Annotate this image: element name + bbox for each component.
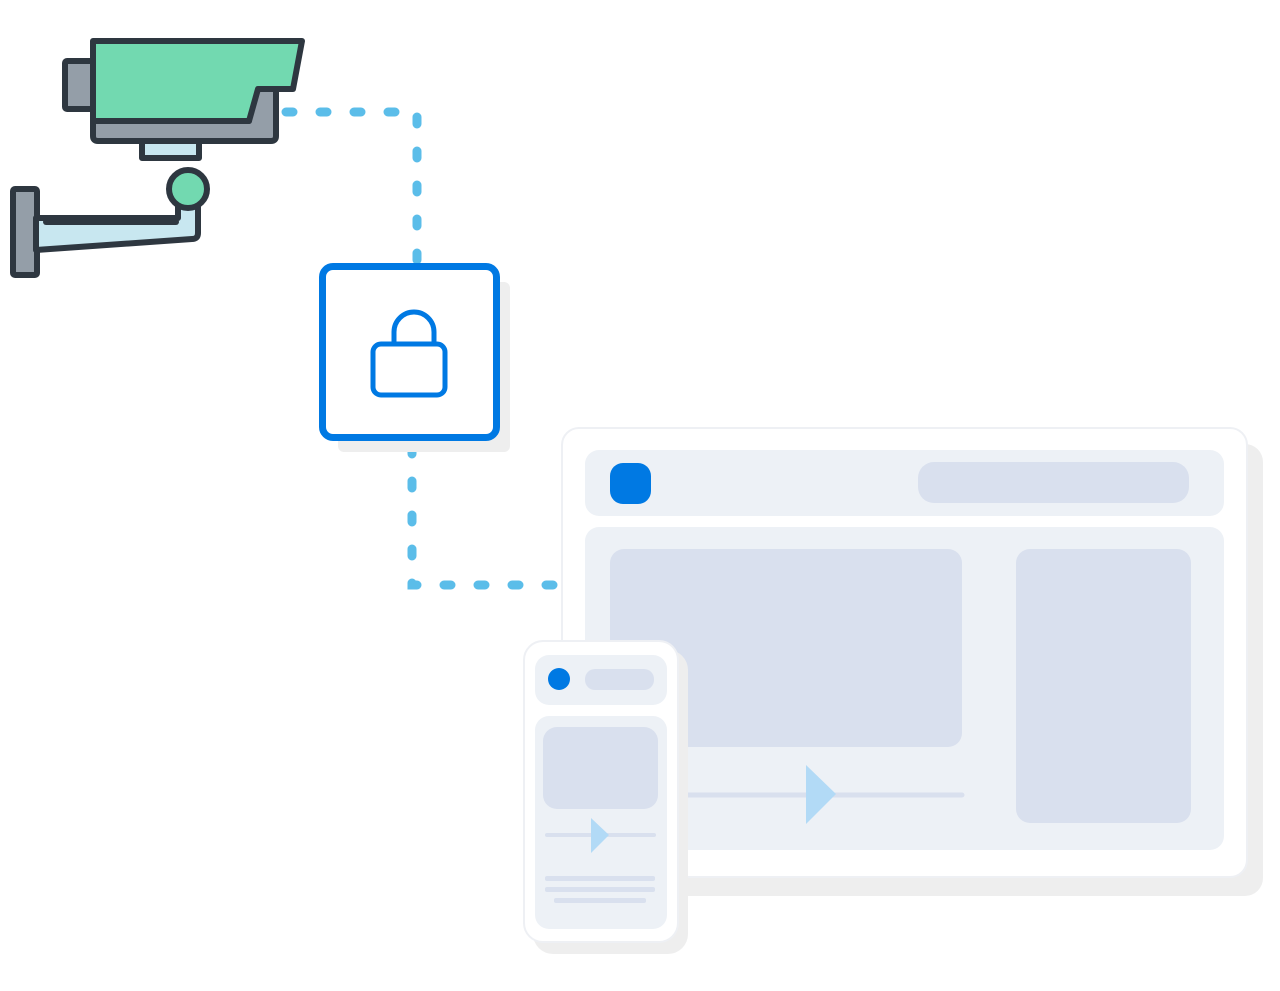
mobile-text-line — [545, 876, 655, 881]
mobile-video-placeholder — [543, 727, 658, 809]
desktop-sidebar-placeholder — [1016, 549, 1191, 823]
play-icon — [806, 765, 836, 824]
lock-card — [319, 263, 500, 441]
mobile-logo-placeholder — [548, 668, 570, 690]
mobile-text-line — [545, 887, 655, 892]
desktop-search-placeholder — [918, 462, 1189, 503]
mobile-text-line — [554, 898, 646, 903]
padlock-icon — [370, 309, 448, 398]
mobile-search-placeholder — [585, 669, 654, 690]
play-icon — [591, 818, 609, 853]
desktop-logo-placeholder — [610, 463, 651, 504]
